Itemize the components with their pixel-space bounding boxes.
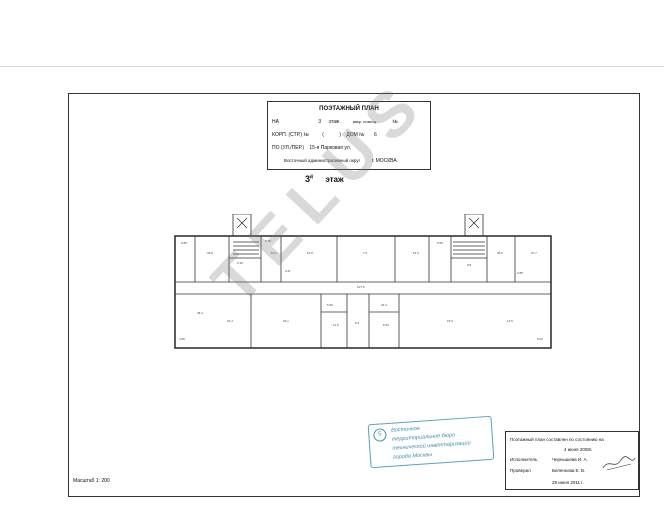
room-area-label: 37.7	[531, 251, 537, 255]
room-area-label: 5.6	[355, 321, 360, 325]
floor-plan-drawing: 6.85 33.8 5.35 8.75 10.1 15.8 7.5 4.47 13.9 5.55 9…	[167, 214, 559, 354]
room-area-label: 23.1	[283, 319, 289, 323]
signature-icon	[602, 456, 636, 471]
room-area-label: 7.5	[363, 251, 368, 255]
room-area-label: 11.5	[333, 323, 339, 327]
room-area-label: 13.9	[413, 251, 419, 255]
title-row-district: Восточный административный округ г. МОСК…	[284, 158, 397, 164]
stamp-number-circle: 5	[372, 428, 387, 442]
room-area-label: 15.6	[447, 319, 453, 323]
room-area-label: 8.75	[265, 239, 271, 243]
room-area-label: 14.5	[507, 319, 513, 323]
room-area-label: 28.4	[197, 311, 203, 315]
room-area-label: 22.4	[381, 303, 387, 307]
room-area-label: 5.62	[537, 337, 543, 341]
title-row-street: ПО (УЛ./ПЕР.) 15-я Парковая ул.	[272, 145, 352, 151]
room-area-label: 8.32	[383, 323, 389, 327]
stair-tower-left	[232, 214, 252, 237]
floor-plan-svg: 6.85 33.8 5.35 8.75 10.1 15.8 7.5 4.47 13.9 5.55 9…	[174, 214, 552, 349]
room-area-label: 15.8	[307, 251, 313, 255]
room-area-label: 22.4	[227, 319, 233, 323]
room-area-label: 4.47	[285, 269, 291, 273]
room-area-label: 6.85	[181, 241, 187, 245]
title-row-floor: НА 3 этаж квар. помещ. №	[272, 119, 398, 125]
top-divider-line	[0, 66, 664, 67]
room-area-label: 10.1	[271, 251, 277, 255]
room-area-label: 36.5	[497, 251, 503, 255]
plan-title: ПОЭТАЖНЫЙ ПЛАН	[319, 106, 379, 112]
outer-wall	[174, 235, 552, 349]
drawing-sheet-frame: ПОЭТАЖНЫЙ ПЛАН НА 3 этаж квар. помещ. № …	[68, 64, 640, 497]
room-area-label: 4.65	[179, 337, 185, 341]
room-area-label: 6.85	[517, 271, 523, 275]
room-area-label: 33.8	[207, 251, 213, 255]
title-row-building: КОРП. (СТР.) № ( ) ДОМ № 6	[272, 132, 377, 138]
info-block: Поэтажный план составлен по состоянию на…	[505, 431, 639, 490]
stair-tower-right	[464, 214, 484, 237]
floor-heading: 3й этаж	[305, 174, 344, 184]
room-area-label: 107.5	[357, 285, 365, 289]
scale-label: Масштаб 1: 200	[73, 478, 110, 484]
room-area-label: 5.35	[237, 261, 243, 265]
room-area-label: 9.8	[467, 263, 472, 267]
title-block: ПОЭТАЖНЫЙ ПЛАН НА 3 этаж квар. помещ. № …	[267, 101, 431, 170]
room-area-label: 5.95	[327, 303, 333, 307]
room-area-label: 5.55	[437, 241, 443, 245]
bti-stamp: 5 Восточное территориальное бюро техниче…	[367, 415, 495, 469]
